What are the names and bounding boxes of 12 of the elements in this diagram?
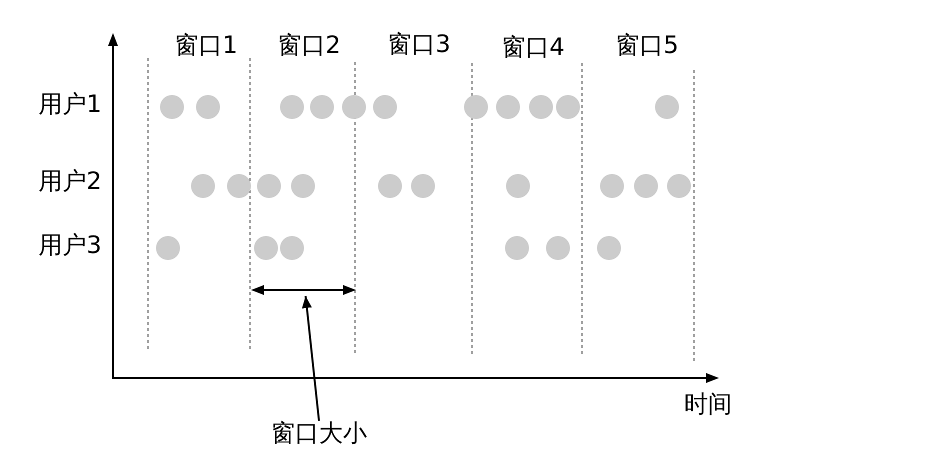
user-label: 用户1 xyxy=(38,90,102,118)
user-label: 用户2 xyxy=(38,168,102,194)
dimension-line xyxy=(251,285,356,295)
window-label: 窗口3 xyxy=(387,30,451,58)
window-size-label: 窗口大小 xyxy=(271,420,367,446)
window-label: 窗口4 xyxy=(501,34,565,60)
axis-label: 时间 xyxy=(684,390,732,418)
window-label: 窗口5 xyxy=(615,32,679,58)
user-label: 用户3 xyxy=(38,232,102,258)
leader-arrow xyxy=(302,296,320,421)
window-label: 窗口1 xyxy=(174,32,238,58)
window-label: 窗口2 xyxy=(277,32,341,58)
